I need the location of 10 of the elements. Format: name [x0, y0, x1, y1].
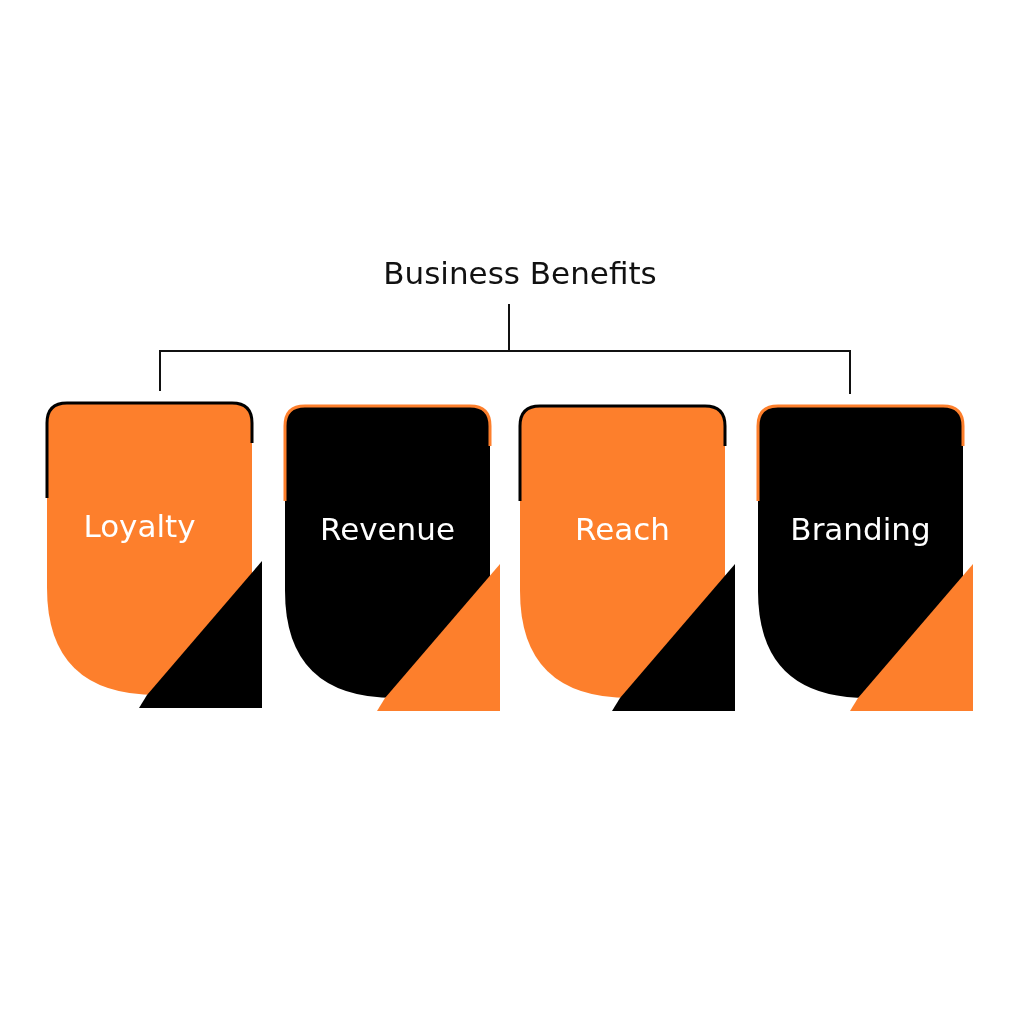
benefit-card — [47, 403, 262, 708]
connector-line — [508, 303, 851, 395]
card-label: Reach — [574, 511, 671, 547]
benefit-card — [520, 406, 735, 711]
card-label: Branding — [789, 511, 932, 547]
card-label: Loyalty — [82, 508, 197, 544]
benefit-card — [758, 406, 973, 711]
benefit-card — [285, 406, 500, 711]
card-label: Revenue — [319, 511, 456, 547]
heading-text: Business Benefits — [330, 250, 710, 296]
